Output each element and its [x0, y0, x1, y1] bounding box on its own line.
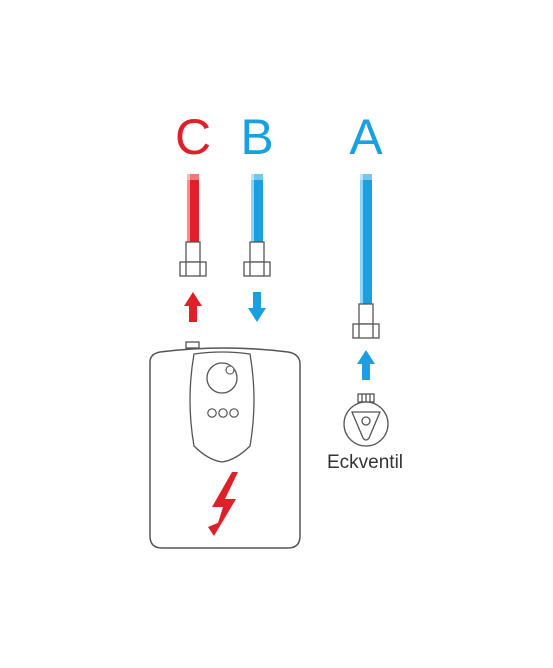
three-dots-indicator-icon — [207, 408, 239, 418]
hose-a-nut — [352, 303, 380, 339]
arrow-up-icon — [357, 350, 375, 380]
label-c: C — [175, 109, 211, 165]
hose-c-nut — [179, 241, 207, 277]
arrow-up-icon — [184, 292, 202, 322]
label-a: A — [349, 109, 383, 165]
label-b: B — [240, 109, 273, 165]
hose-b-nut — [243, 241, 271, 277]
angle-valve-icon — [343, 393, 389, 447]
hose-a — [352, 174, 380, 339]
temperature-knob-icon — [206, 362, 238, 394]
water-heater — [149, 341, 301, 549]
arrow-down-icon — [248, 292, 266, 322]
lightning-bolt-icon — [208, 472, 238, 536]
hose-b — [243, 174, 271, 277]
angle-valve-label: Eckventil — [327, 452, 403, 473]
hose-c — [179, 174, 207, 277]
